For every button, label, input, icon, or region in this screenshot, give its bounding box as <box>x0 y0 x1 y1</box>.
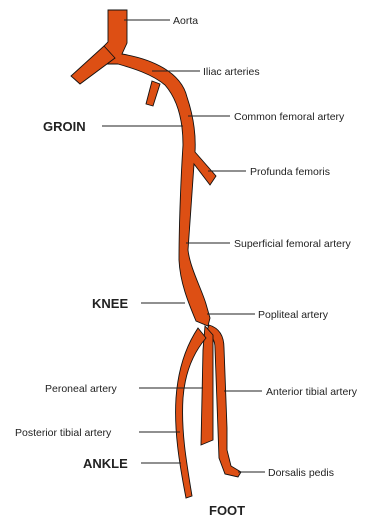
region-foot: FOOT <box>209 503 245 518</box>
label-common-femoral-artery: Common femoral artery <box>234 111 345 123</box>
region-labels: GROIN KNEE ANKLE FOOT <box>43 119 245 518</box>
label-dorsalis-pedis: Dorsalis pedis <box>268 467 334 479</box>
label-profunda-femoris: Profunda femoris <box>250 166 330 178</box>
label-popliteal-artery: Popliteal artery <box>258 309 329 321</box>
label-peroneal-artery: Peroneal artery <box>45 383 118 395</box>
region-ankle: ANKLE <box>83 456 128 471</box>
label-aorta: Aorta <box>173 15 198 27</box>
label-anterior-tibial-artery: Anterior tibial artery <box>266 386 358 398</box>
label-posterior-tibial-artery: Posterior tibial artery <box>15 427 112 439</box>
label-iliac-arteries: Iliac arteries <box>203 66 260 78</box>
region-knee: KNEE <box>92 296 128 311</box>
aorta-and-main-trunk <box>104 10 216 326</box>
peroneal-branch <box>201 326 213 445</box>
label-superficial-femoral-artery: Superficial femoral artery <box>234 238 351 250</box>
artery-tree <box>71 10 241 498</box>
region-groin: GROIN <box>43 119 86 134</box>
left-iliac-branch <box>71 46 115 84</box>
internal-iliac-branch <box>146 81 160 106</box>
